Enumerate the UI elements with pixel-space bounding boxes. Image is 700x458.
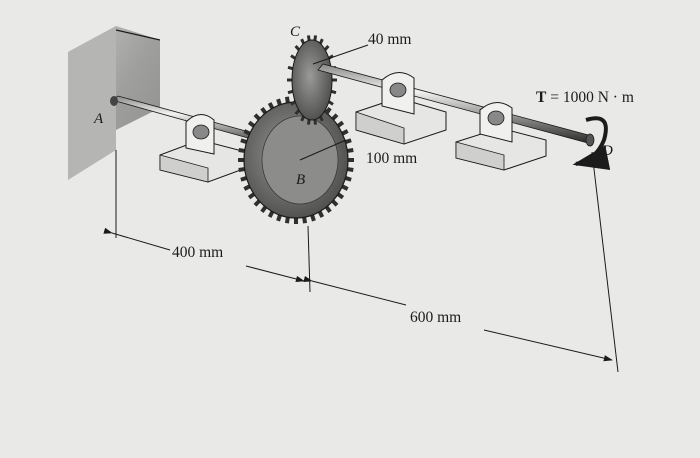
gear-b-tooth bbox=[260, 205, 268, 213]
torque-equals: = bbox=[550, 89, 559, 106]
gear-c-tooth bbox=[306, 119, 311, 125]
gear-c-tooth bbox=[287, 65, 294, 71]
gear-c-tooth bbox=[328, 100, 334, 106]
gear-c-tooth bbox=[290, 100, 296, 106]
gear-b-tooth bbox=[344, 176, 352, 182]
gear-b-tooth bbox=[240, 138, 248, 144]
gear-c-radius-label: 40 mm bbox=[368, 31, 412, 48]
gear-c-tooth bbox=[318, 115, 324, 122]
gear-b-radius-label: 100 mm bbox=[366, 150, 418, 167]
gear-c-tooth bbox=[318, 38, 324, 45]
gear-c-tooth bbox=[323, 45, 330, 51]
gear-b-tooth bbox=[238, 167, 245, 172]
gear-b-tooth bbox=[243, 184, 251, 191]
dimension-lines bbox=[103, 151, 619, 373]
gear-c-tooth bbox=[330, 89, 337, 95]
gear-b-tooth bbox=[276, 214, 282, 222]
gear-b-tooth bbox=[243, 129, 251, 136]
torque-arrow bbox=[572, 116, 611, 170]
gear-b-tooth bbox=[324, 205, 332, 213]
gear-c-tooth bbox=[300, 115, 306, 122]
gear-b-tooth bbox=[331, 199, 339, 207]
gear-b-tooth bbox=[336, 120, 345, 128]
gear-b-tooth bbox=[253, 199, 261, 207]
gear-b-tooth bbox=[284, 216, 290, 224]
length-ab-label: 400 mm bbox=[172, 244, 224, 261]
point-b-label: B bbox=[296, 172, 306, 188]
gear-b-tooth bbox=[284, 96, 290, 104]
gear-b-tooth bbox=[267, 102, 275, 110]
length-bd-label: 600 mm bbox=[410, 309, 462, 326]
gear-b-tooth bbox=[344, 138, 352, 144]
gear-b-tooth bbox=[240, 176, 248, 182]
gear-c-tooth bbox=[294, 45, 301, 51]
gear-b-tooth bbox=[336, 192, 345, 200]
gear-c-tooth bbox=[287, 89, 294, 95]
bearing-2 bbox=[355, 72, 447, 145]
gear-b-tooth bbox=[302, 216, 308, 224]
gear-b-tooth bbox=[276, 98, 282, 106]
point-a-label: A bbox=[94, 111, 104, 127]
gear-b-tooth bbox=[310, 214, 316, 222]
gear-c-tooth bbox=[313, 119, 318, 125]
gear-b-tooth bbox=[247, 120, 256, 128]
gear-b-tooth bbox=[253, 113, 261, 121]
gear-b bbox=[238, 96, 354, 224]
point-c-label: C bbox=[290, 24, 301, 40]
gear-b-tooth bbox=[331, 113, 339, 121]
gear-b-tooth bbox=[238, 148, 245, 153]
gear-c-tooth bbox=[300, 38, 306, 45]
wall-support bbox=[68, 26, 161, 238]
point-d-label: D bbox=[602, 143, 613, 159]
bearing-3 bbox=[455, 102, 547, 171]
gear-c-tooth bbox=[323, 109, 330, 115]
gear-c bbox=[287, 35, 369, 125]
bearing-1 bbox=[159, 114, 247, 183]
gear-b-tooth bbox=[341, 184, 349, 191]
gear-c-tooth bbox=[306, 35, 311, 41]
torque-symbol: T bbox=[536, 89, 547, 106]
gear-c-tooth bbox=[313, 35, 318, 41]
gear-b-tooth bbox=[347, 167, 354, 172]
gear-c-tooth bbox=[290, 54, 296, 60]
gear-b-tooth bbox=[267, 210, 275, 218]
gear-b-tooth bbox=[317, 210, 325, 218]
torque-label: T = 1000 N · m bbox=[536, 89, 634, 107]
gear-c-tooth bbox=[294, 109, 301, 115]
gear-b-tooth bbox=[260, 107, 268, 115]
gear-b-tooth bbox=[347, 148, 354, 153]
torque-value: 1000 N · m bbox=[562, 89, 634, 106]
gear-b-tooth bbox=[247, 192, 256, 200]
gear-b-tooth bbox=[341, 129, 349, 136]
